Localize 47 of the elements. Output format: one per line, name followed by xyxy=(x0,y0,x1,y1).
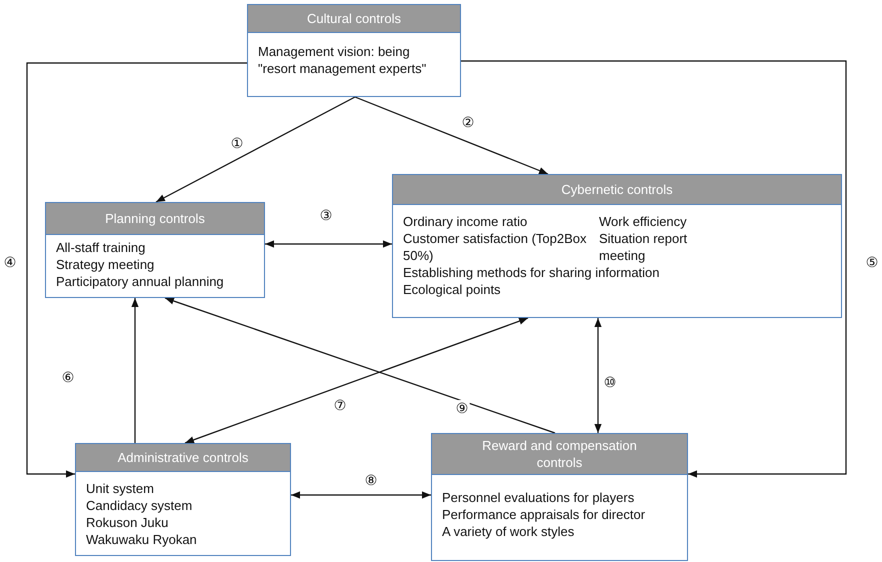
box-header: Administrative controls xyxy=(76,444,290,472)
edge-label: ⑩ xyxy=(602,374,618,390)
control-box xyxy=(247,4,461,97)
arrow xyxy=(184,317,528,444)
control-box xyxy=(392,174,842,318)
edge-label: ⑧ xyxy=(364,472,378,488)
list-item: Personnel evaluations for players xyxy=(442,489,636,506)
box-header: Cybernetic controls xyxy=(393,175,841,205)
arrow xyxy=(354,96,548,175)
arrow xyxy=(291,491,431,499)
list-item: Customer satisfaction (Top2Box 50%) xyxy=(403,230,588,264)
arrow xyxy=(461,60,847,478)
edge-label: ⑤ xyxy=(864,254,880,270)
list-item: Candidacy system xyxy=(86,497,194,514)
list-item: Participatory annual planning xyxy=(56,273,225,290)
edge-label: ⑥ xyxy=(60,369,76,385)
control-box xyxy=(45,202,265,298)
list-item: Ecological points xyxy=(403,281,502,298)
list-item: All-staff training xyxy=(56,239,146,256)
edge-label: ④ xyxy=(2,254,18,270)
arrow xyxy=(164,297,556,434)
arrow xyxy=(131,298,139,443)
list-item: Rokuson Juku xyxy=(86,514,170,531)
arrow xyxy=(26,62,247,478)
edge-label: ② xyxy=(460,114,476,130)
arrow xyxy=(594,318,602,433)
list-item: Work efficiency xyxy=(599,213,688,230)
list-item: Situation report meeting xyxy=(599,230,688,264)
list-item: Management vision: being "resort management experts" xyxy=(258,43,428,77)
list-item: Performance appraisals for director xyxy=(442,506,646,523)
edge-label: ⑨ xyxy=(454,400,470,416)
edge-label: ⑦ xyxy=(332,397,348,413)
edge-label: ③ xyxy=(318,207,334,223)
list-item: Unit system xyxy=(86,480,155,497)
list-item: Establishing methods for sharing information xyxy=(403,264,661,281)
list-item: A variety of work styles xyxy=(442,523,576,540)
arrow xyxy=(156,96,356,203)
box-header: Cultural controls xyxy=(248,5,460,33)
edge-label: ① xyxy=(230,135,244,151)
list-item: Strategy meeting xyxy=(56,256,156,273)
control-box xyxy=(431,433,688,561)
list-item: Wakuwaku Ryokan xyxy=(86,531,198,548)
list-item: Ordinary income ratio xyxy=(403,213,528,230)
box-header: Planning controls xyxy=(46,203,264,235)
box-header: Reward and compensation controls xyxy=(432,434,687,475)
arrow xyxy=(265,240,392,248)
control-box xyxy=(75,443,291,556)
